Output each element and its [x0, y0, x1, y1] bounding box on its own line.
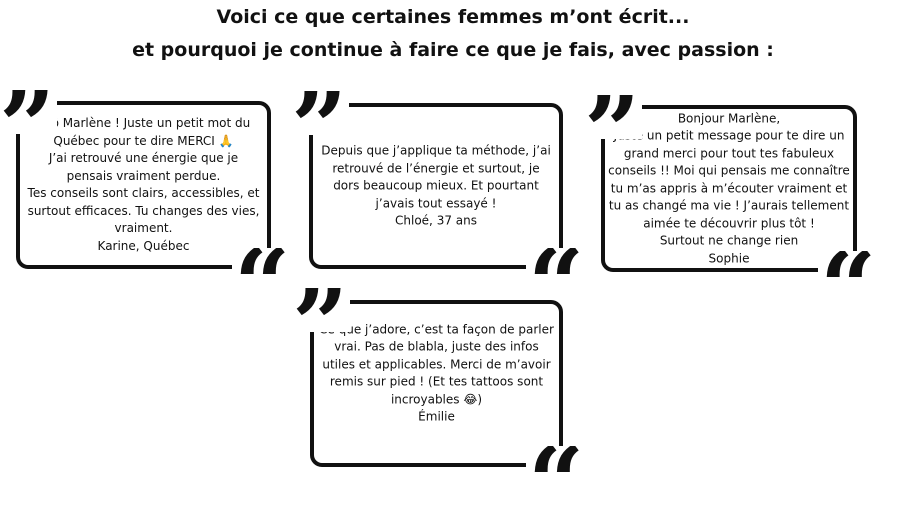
testimonial-card-sophie: Bonjour Marlène, Juste un petit message … [601, 105, 857, 272]
open-quote-icon: ” [290, 288, 351, 332]
close-quote-icon: “ [818, 251, 879, 295]
headline-line-1: Voici ce que certaines femmes m’ont écri… [216, 6, 690, 28]
testimonial-author: Chloé, 37 ans [395, 213, 477, 228]
testimonial-author: Émilie [418, 409, 455, 424]
close-quote-icon: “ [526, 248, 587, 292]
testimonial-card-emilie: Ce que j’adore, c’est ta façon de parler… [310, 300, 563, 467]
testimonial-text: Bonjour Marlène, Juste un petit message … [605, 110, 853, 268]
testimonial-text: Ce que j’adore, c’est ta façon de parler… [314, 321, 559, 426]
open-quote-icon: ” [0, 90, 58, 134]
testimonial-author: Karine, Québec [97, 238, 190, 253]
open-quote-icon: ” [582, 95, 643, 139]
testimonial-card-karine: Allô Marlène ! Juste un petit mot du Qué… [16, 101, 271, 269]
testimonial-card-chloe: Depuis que j’applique ta méthode, j’ai r… [309, 103, 563, 269]
testimonial-text: Allô Marlène ! Juste un petit mot du Qué… [20, 115, 267, 255]
testimonial-text: Depuis que j’applique ta méthode, j’ai r… [313, 142, 559, 230]
headline-line-2: et pourquoi je continue à faire ce que j… [132, 39, 774, 61]
testimonial-author: Sophie [708, 250, 750, 265]
close-quote-icon: “ [526, 446, 587, 490]
open-quote-icon: ” [289, 91, 350, 135]
close-quote-icon: “ [232, 248, 293, 292]
